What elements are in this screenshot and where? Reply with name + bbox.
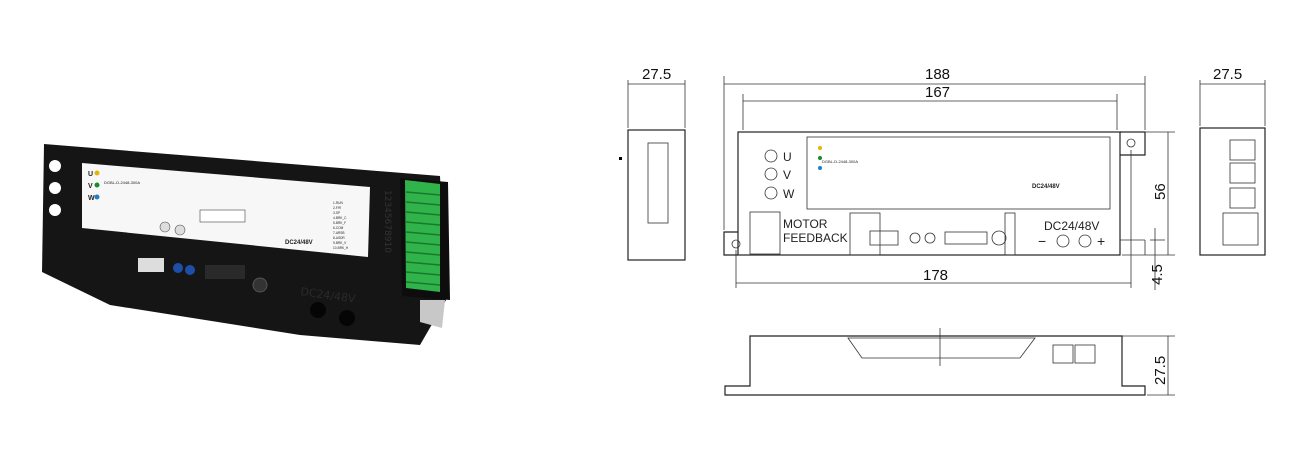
svg-text:9-BRK_V: 9-BRK_V bbox=[333, 241, 347, 245]
dim-hole-spacing: 178 bbox=[923, 267, 948, 284]
feedback-label: FEEDBACK bbox=[783, 231, 848, 245]
dim-right-width: 27.5 bbox=[1213, 66, 1242, 83]
svg-text:7-ARSB: 7-ARSB bbox=[333, 231, 345, 235]
photo-phase-v: V bbox=[88, 183, 93, 190]
svg-text:2-F/R: 2-F/R bbox=[333, 206, 342, 210]
front-power-label: DC24/48V bbox=[1044, 219, 1099, 233]
bottom-view: 27.5 bbox=[724, 328, 1175, 396]
left-side-view: 27.5 bbox=[619, 66, 686, 261]
product-photo: U V W DGBL-D-2448-300A DC24/48V 1-RUN2-F… bbox=[42, 144, 450, 345]
dim-depth: 27.5 bbox=[1152, 356, 1169, 385]
svg-text:3-SP: 3-SP bbox=[333, 211, 340, 215]
plus-sign: + bbox=[1097, 233, 1105, 249]
front-phase-w: W bbox=[783, 187, 795, 201]
right-side-view: 27.5 bbox=[1199, 66, 1266, 256]
front-view: U V W DGBL-D-2448-300A DC24/48V MOTOR FE… bbox=[723, 66, 1175, 290]
svg-text:8-ASDR: 8-ASDR bbox=[333, 236, 345, 240]
dim-left-width: 27.5 bbox=[642, 66, 671, 83]
minus-sign: − bbox=[1038, 233, 1046, 249]
front-phase-u: U bbox=[783, 150, 792, 164]
svg-text:10-BRK_H: 10-BRK_H bbox=[333, 246, 349, 250]
svg-text:1-RUN: 1-RUN bbox=[333, 201, 343, 205]
photo-phase-w: W bbox=[88, 195, 95, 202]
svg-text:6-COM: 6-COM bbox=[333, 226, 344, 230]
dim-inner-length: 167 bbox=[925, 84, 950, 101]
photo-model: DGBL-D-2448-300A bbox=[104, 180, 140, 185]
photo-phase-u: U bbox=[88, 171, 93, 178]
dim-height: 56 bbox=[1152, 183, 1169, 200]
svg-text:4-BRK_C: 4-BRK_C bbox=[333, 216, 347, 220]
front-model: DGBL-D-2448-300A bbox=[822, 159, 858, 164]
motor-label: MOTOR bbox=[783, 217, 828, 231]
svg-text:5-BRK_F: 5-BRK_F bbox=[333, 221, 346, 225]
photo-terminal-numbers: 12345678910 bbox=[382, 190, 392, 253]
front-phase-v: V bbox=[783, 168, 791, 182]
front-label-power: DC24/48V bbox=[1032, 184, 1060, 190]
dim-tab-offset: 4.5 bbox=[1149, 264, 1166, 285]
photo-power-label: DC24/48V bbox=[285, 240, 313, 246]
dim-overall-length: 188 bbox=[925, 66, 950, 83]
